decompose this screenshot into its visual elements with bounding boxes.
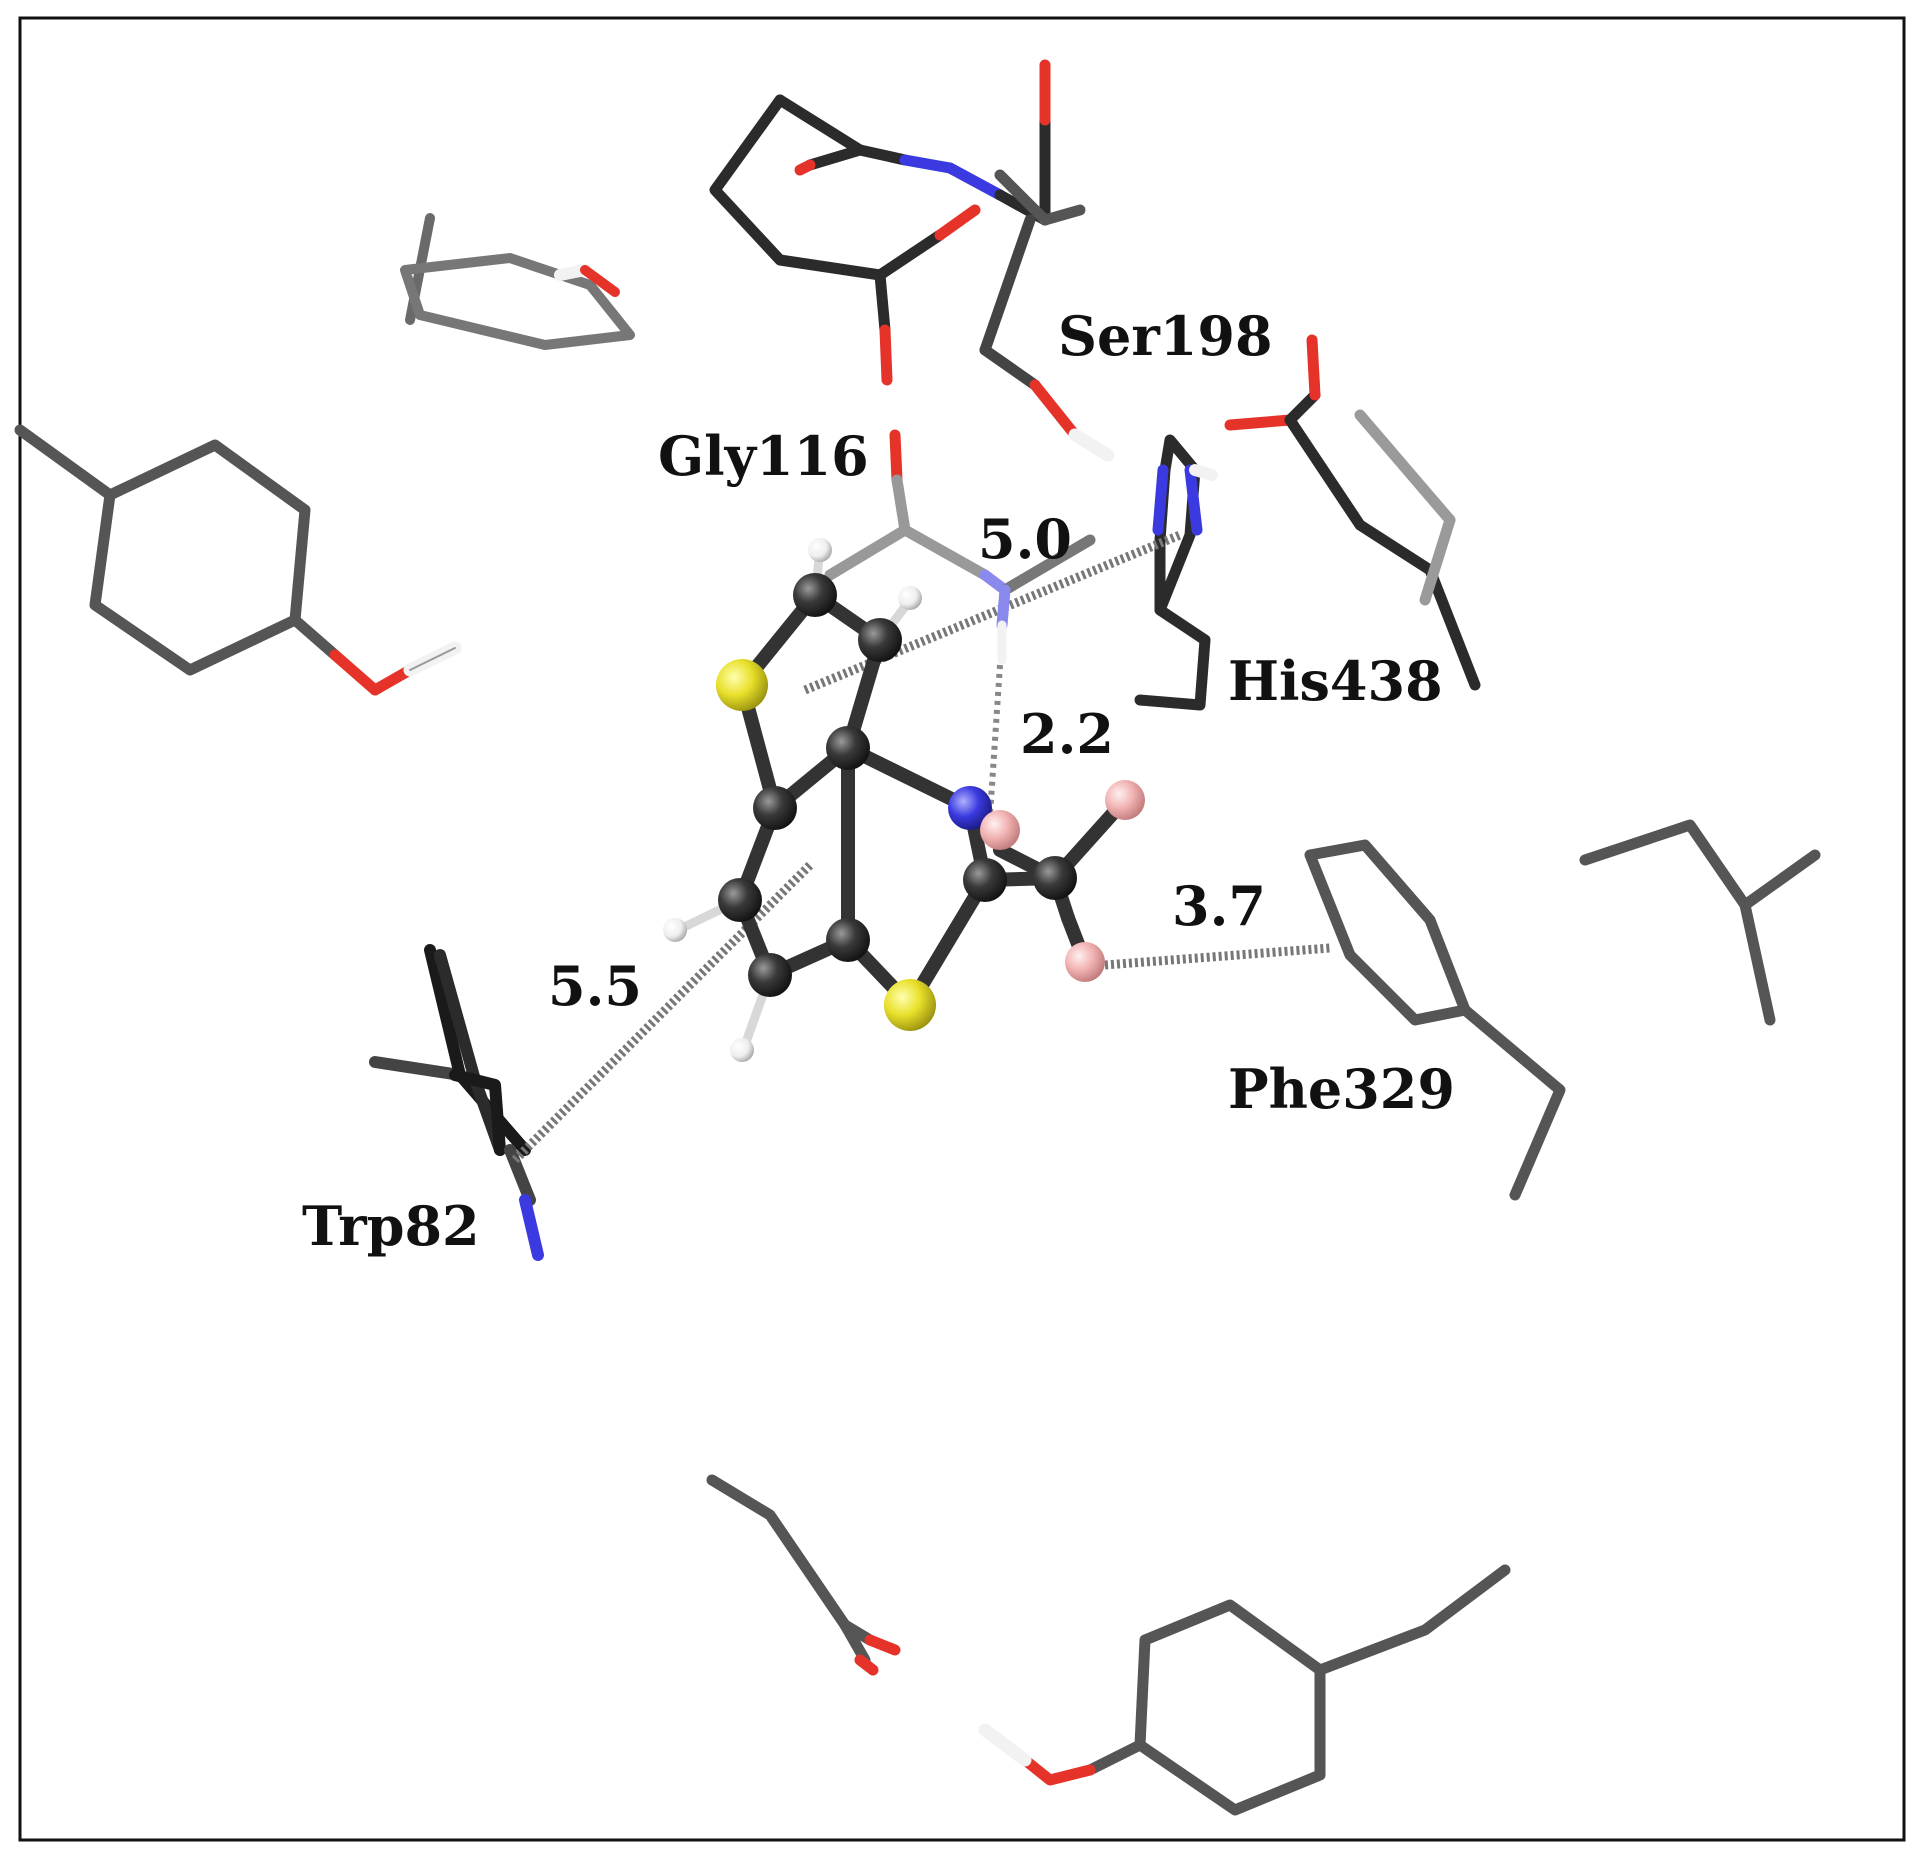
ligand-atom-c [748,953,792,997]
residue-asp-bottom [706,1474,901,1676]
ligand-atom-c [753,786,797,830]
ligand-atom-h [808,538,832,562]
interaction-lines [511,530,1331,1164]
residue-trp82 [369,944,544,1261]
label-distance-his438: 5.0 [978,507,1072,571]
label-gly116: Gly116 [658,424,869,488]
interaction-gly116 [987,664,1003,816]
label-distance-phe329: 3.7 [1172,874,1266,938]
ligand-atom-c [963,858,1007,902]
ligand-atom-h [730,1038,754,1062]
ligand-atom-c [826,918,870,962]
residue-leu-right [1579,819,1821,1026]
figure-frame [18,16,1906,1842]
ligand-atom-c [793,573,837,617]
label-distance-gly116: 2.2 [1020,702,1114,766]
residue-backbone-top [709,59,1115,462]
ligand-atom-c [858,618,902,662]
label-trp82: Trp82 [302,1194,480,1258]
ligand [663,538,1145,1062]
ligand-atom-c [1033,856,1077,900]
residue-phe329 [1304,839,1566,1201]
label-distance-trp82: 5.5 [548,954,642,1018]
ligand-atom-h [898,586,922,610]
residue-tyr-upper-left [14,424,462,696]
ligand-atom-c [718,878,762,922]
ligand-atom-s [884,979,936,1031]
residue-his438 [1134,434,1218,711]
ligand-atom-f [1065,942,1105,982]
residue-gly116 [824,429,1096,665]
residue-glu-right [1224,334,1481,691]
ligand-atom-c [826,726,870,770]
ligand-atom-s [716,659,768,711]
ligand-atom-f [1105,780,1145,820]
residue-tyr-bottom [978,1564,1511,1816]
residue-labels: Ser198 Gly116 His438 Phe329 Trp82 [302,304,1455,1258]
interaction-phe329 [1104,943,1331,970]
ligand-atom-n [948,786,992,830]
ligand-atom-h [663,918,687,942]
label-phe329: Phe329 [1228,1057,1455,1121]
label-ser198: Ser198 [1058,304,1273,368]
distance-labels: 5.0 2.2 3.7 5.5 [548,507,1266,1018]
ligand-atom-f [980,810,1020,850]
residue-phenyl-upper-left [400,213,635,350]
label-his438: His438 [1228,649,1443,713]
